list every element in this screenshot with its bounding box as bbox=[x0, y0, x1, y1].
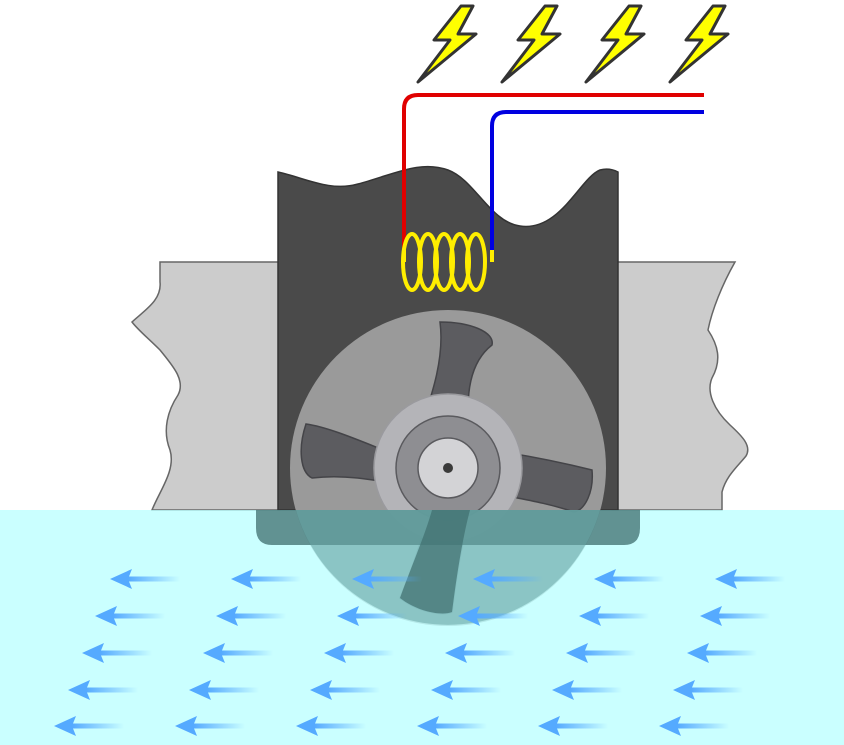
left-arrow-icon bbox=[337, 606, 407, 626]
left-arrow-icon bbox=[445, 643, 515, 663]
left-arrow-icon bbox=[417, 716, 487, 736]
left-arrow-icon bbox=[82, 643, 152, 663]
left-arrow-icon bbox=[659, 716, 729, 736]
lightning-bolt-icon bbox=[584, 4, 646, 84]
coil-icon bbox=[401, 232, 494, 292]
right-support-bank bbox=[611, 261, 749, 511]
left-arrow-icon bbox=[310, 680, 380, 700]
left-arrow-icon bbox=[189, 680, 259, 700]
left-arrow-icon bbox=[175, 716, 245, 736]
left-arrow-icon bbox=[68, 680, 138, 700]
left-arrow-icon bbox=[700, 606, 770, 626]
submerged-blade bbox=[400, 510, 470, 614]
lightning-bolt-icon bbox=[500, 4, 562, 84]
left-arrow-icon bbox=[552, 680, 622, 700]
axle bbox=[443, 463, 453, 473]
left-arrow-icon bbox=[473, 569, 543, 589]
left-arrow-icon bbox=[95, 606, 165, 626]
left-arrow-icon bbox=[431, 680, 501, 700]
left-arrow-icon bbox=[216, 606, 286, 626]
left-arrow-icon bbox=[538, 716, 608, 736]
red-wire bbox=[402, 93, 704, 252]
left-arrow-icon bbox=[673, 680, 743, 700]
left-arrow-icon bbox=[231, 569, 301, 589]
left-arrow-icon bbox=[352, 569, 422, 589]
lightning-bolt-icon bbox=[668, 4, 730, 84]
left-arrow-icon bbox=[458, 606, 528, 626]
left-arrow-icon bbox=[579, 606, 649, 626]
left-arrow-icon bbox=[296, 716, 366, 736]
water-body bbox=[0, 510, 844, 745]
left-arrow-icon bbox=[594, 569, 664, 589]
left-arrow-icon bbox=[110, 569, 180, 589]
flow-arrows bbox=[54, 569, 785, 736]
left-arrow-icon bbox=[687, 643, 757, 663]
left-arrow-icon bbox=[566, 643, 636, 663]
left-arrow-icon bbox=[715, 569, 785, 589]
lightning-bolts bbox=[416, 4, 730, 84]
left-arrow-icon bbox=[324, 643, 394, 663]
left-support-bank bbox=[130, 261, 281, 511]
left-arrow-icon bbox=[54, 716, 124, 736]
left-arrow-icon bbox=[203, 643, 273, 663]
lightning-bolt-icon bbox=[416, 4, 478, 84]
blue-wire bbox=[490, 110, 704, 252]
